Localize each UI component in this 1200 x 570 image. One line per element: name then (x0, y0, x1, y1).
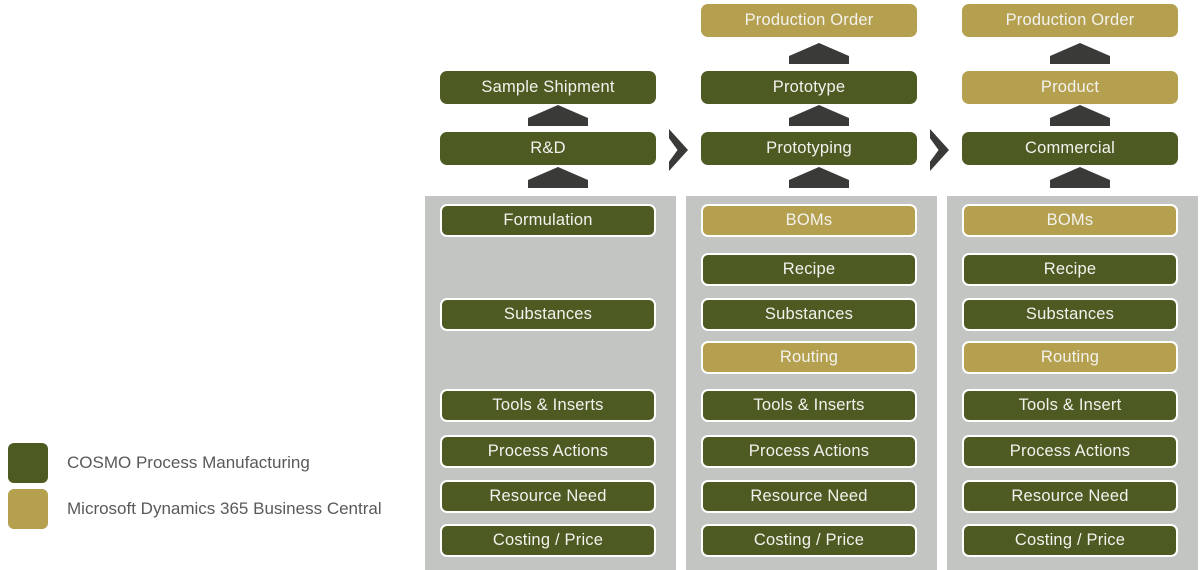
detail-box-resource-need[interactable]: Resource Need (701, 480, 917, 513)
stage-box-prototype[interactable]: Prototype (701, 71, 917, 104)
up-arrow-icon (789, 105, 849, 126)
detail-box-costing-price[interactable]: Costing / Price (701, 524, 917, 557)
detail-box-tools-and-inserts[interactable]: Tools & Inserts (701, 389, 917, 422)
detail-box-resource-need[interactable]: Resource Need (962, 480, 1178, 513)
detail-box-substances[interactable]: Substances (962, 298, 1178, 331)
up-arrow-icon (528, 167, 588, 188)
detail-box-routing[interactable]: Routing (962, 341, 1178, 374)
stage-box-production-order[interactable]: Production Order (962, 4, 1178, 37)
stage-box-production-order[interactable]: Production Order (701, 4, 917, 37)
detail-box-costing-price[interactable]: Costing / Price (440, 524, 656, 557)
detail-box-recipe[interactable]: Recipe (701, 253, 917, 286)
stage-column-prototyping: Production Order Prototype Prototyping B… (681, 0, 941, 570)
detail-box-boms[interactable]: BOMs (962, 204, 1178, 237)
detail-box-boms[interactable]: BOMs (701, 204, 917, 237)
legend-item-cosmo: COSMO Process Manufacturing (8, 440, 418, 486)
up-arrow-icon (1050, 43, 1110, 64)
detail-box-substances[interactable]: Substances (701, 298, 917, 331)
up-arrow-icon (528, 105, 588, 126)
legend-item-label: COSMO Process Manufacturing (67, 453, 310, 472)
detail-box-recipe[interactable]: Recipe (962, 253, 1178, 286)
detail-box-formulation[interactable]: Formulation (440, 204, 656, 237)
legend-item-label: Microsoft Dynamics 365 Business Central (67, 499, 382, 518)
detail-box-routing[interactable]: Routing (701, 341, 917, 374)
stage-column-commercial: Production Order Product Commercial BOMs… (942, 0, 1200, 570)
detail-box-process-actions[interactable]: Process Actions (962, 435, 1178, 468)
stage-box-prototyping[interactable]: Prototyping (701, 132, 917, 165)
detail-box-process-actions[interactable]: Process Actions (701, 435, 917, 468)
up-arrow-icon (1050, 167, 1110, 188)
detail-box-resource-need[interactable]: Resource Need (440, 480, 656, 513)
stage-panel-rnd (425, 196, 676, 570)
detail-box-tools-and-inserts[interactable]: Tools & Inserts (440, 389, 656, 422)
stage-box-sample-shipment[interactable]: Sample Shipment (440, 71, 656, 104)
legend: COSMO Process Manufacturing Microsoft Dy… (8, 440, 418, 532)
stage-box-product[interactable]: Product (962, 71, 1178, 104)
detail-box-tools-and-insert[interactable]: Tools & Insert (962, 389, 1178, 422)
up-arrow-icon (1050, 105, 1110, 126)
detail-box-process-actions[interactable]: Process Actions (440, 435, 656, 468)
legend-swatch-icon (8, 443, 48, 483)
detail-box-costing-price[interactable]: Costing / Price (962, 524, 1178, 557)
stage-box-rnd[interactable]: R&D (440, 132, 656, 165)
detail-box-substances[interactable]: Substances (440, 298, 656, 331)
legend-swatch-icon (8, 489, 48, 529)
up-arrow-icon (789, 43, 849, 64)
up-arrow-icon (789, 167, 849, 188)
legend-item-business-central: Microsoft Dynamics 365 Business Central (8, 486, 418, 532)
stage-column-rnd: Sample Shipment R&D Formulation Substanc… (420, 0, 680, 570)
stage-box-commercial[interactable]: Commercial (962, 132, 1178, 165)
